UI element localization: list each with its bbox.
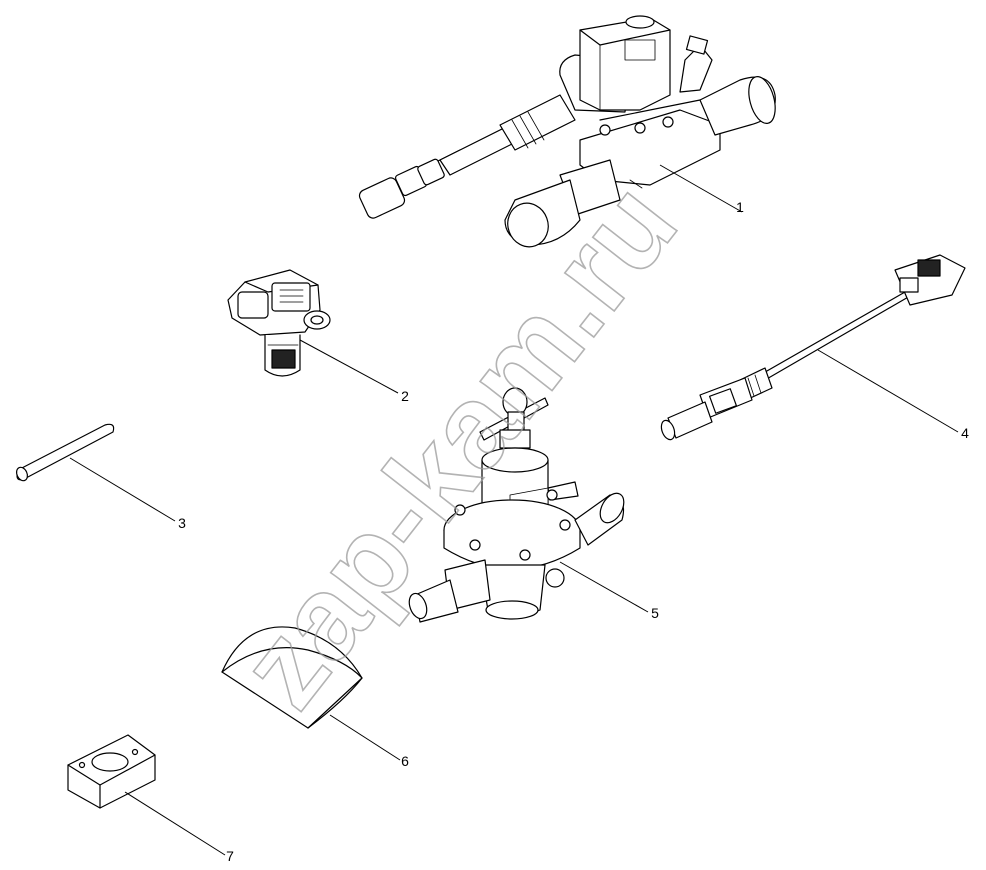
leader-5 — [559, 561, 649, 613]
part-7-block — [67, 734, 156, 809]
watermark-text: zap-kam.ru — [215, 159, 703, 731]
leader-7 — [124, 791, 226, 856]
leader-6 — [329, 714, 401, 761]
callout-1: 1 — [736, 199, 744, 215]
leader-4 — [817, 349, 959, 433]
leader-lines — [69, 164, 959, 856]
leader-1 — [659, 164, 743, 213]
callout-2: 2 — [401, 388, 409, 404]
part-4-lambda-sensor — [660, 254, 966, 441]
part-6-shield-sheet — [221, 626, 363, 729]
leader-2 — [299, 339, 399, 394]
callout-labels: 1 2 3 4 5 6 7 — [178, 199, 969, 864]
leader-3 — [69, 457, 176, 522]
callout-6: 6 — [401, 753, 409, 769]
part-1-solenoid-valve — [358, 15, 776, 248]
part-2-sensor — [227, 269, 331, 377]
callout-7: 7 — [226, 848, 234, 864]
watermark: zap-kam.ru — [214, 158, 703, 732]
callout-4: 4 — [961, 425, 969, 441]
part-3-tube — [15, 423, 115, 482]
callout-5: 5 — [651, 605, 659, 621]
callout-3: 3 — [178, 515, 186, 531]
part-5-pressure-regulator — [408, 387, 625, 623]
